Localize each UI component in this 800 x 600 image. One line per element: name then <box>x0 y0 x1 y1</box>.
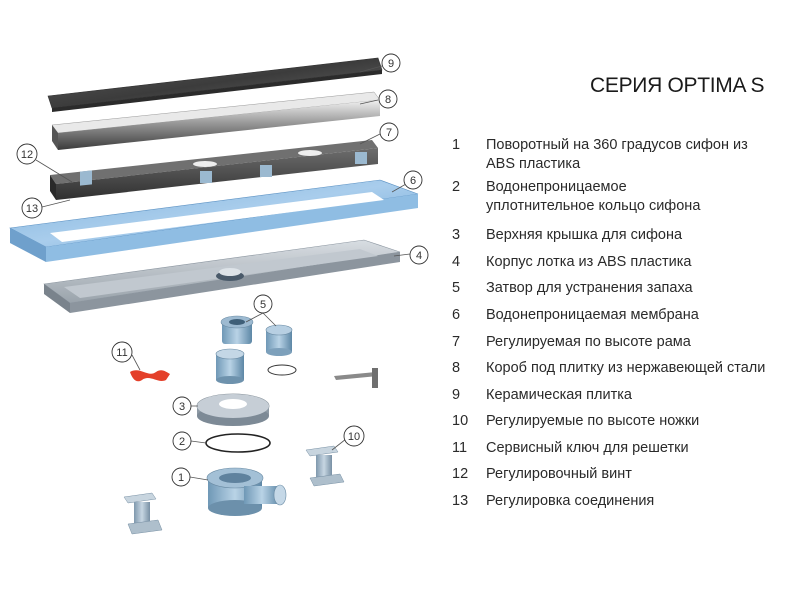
ceramic-tile <box>47 57 383 112</box>
callout-1: 1 <box>171 467 191 487</box>
callout-11: 11 <box>111 341 133 363</box>
callout-12: 12 <box>16 143 38 165</box>
odor-trap <box>215 315 297 384</box>
svg-text:1: 1 <box>178 472 184 484</box>
callout-13: 13 <box>21 197 43 219</box>
siphon-top-cover <box>196 393 270 426</box>
legend-text: Короб под плитку из нержавеющей стали <box>486 360 766 376</box>
adjustable-frame <box>50 140 378 200</box>
legend-number: 3 <box>452 227 461 243</box>
legend-number: 8 <box>452 360 461 376</box>
svg-text:10: 10 <box>348 431 360 443</box>
legend-text: Корпус лотка из ABS пластика <box>486 254 692 270</box>
legend-text: Водонепроницаемая мембрана <box>486 307 699 323</box>
svg-text:12: 12 <box>21 149 33 161</box>
svg-text:7: 7 <box>386 127 392 139</box>
callout-5: 5 <box>253 294 273 314</box>
legend-number: 11 <box>452 440 468 456</box>
callout-4: 4 <box>409 245 429 265</box>
callout-2: 2 <box>172 431 192 451</box>
svg-text:3: 3 <box>179 401 185 413</box>
legend-number: 6 <box>452 307 461 323</box>
svg-text:6: 6 <box>410 175 416 187</box>
sealing-ring <box>205 433 271 453</box>
legend-number: 9 <box>452 387 461 403</box>
exploded-diagram: 9 8 7 6 4 5 12 13 <box>9 53 429 535</box>
svg-text:9: 9 <box>388 58 394 70</box>
drain-tray-body <box>43 239 401 313</box>
legend-text: Регулировка соединения <box>486 493 655 509</box>
series-title: СЕРИЯ OPTIMA S <box>590 74 765 97</box>
legend-number: 12 <box>452 466 469 482</box>
legend-number: 4 <box>452 254 461 270</box>
service-key <box>334 368 378 388</box>
svg-text:5: 5 <box>260 299 266 311</box>
svg-text:13: 13 <box>26 203 38 215</box>
legend-text: Керамическая плитка <box>486 387 632 403</box>
adjustable-leg-right <box>305 445 345 487</box>
leader-lines <box>35 65 411 481</box>
legend-text: Регулируемая по высоте рама <box>486 334 691 350</box>
rotatable-siphon <box>206 467 287 516</box>
adjustable-leg-left <box>123 492 163 535</box>
callout-8: 8 <box>378 89 398 109</box>
legend-number: 13 <box>452 493 469 509</box>
adjusting-screw-red <box>130 370 170 382</box>
callout-9: 9 <box>381 53 401 73</box>
legend-text: Верхняя крышка для сифона <box>486 227 683 243</box>
legend-text: Регулировочный винт <box>486 466 632 482</box>
callouts: 9 8 7 6 4 5 12 13 <box>16 53 429 487</box>
callout-10: 10 <box>343 425 365 447</box>
callout-6: 6 <box>403 170 423 190</box>
svg-text:4: 4 <box>416 250 422 262</box>
legend-number: 1 <box>452 137 461 153</box>
callout-3: 3 <box>172 396 192 416</box>
legend-text: Поворотный на 360 градусов сифон из ABS … <box>486 137 748 172</box>
legend-number: 10 <box>452 413 469 429</box>
legend-text: Регулируемые по высоте ножки <box>486 413 700 429</box>
svg-text:8: 8 <box>385 94 391 106</box>
svg-text:2: 2 <box>179 436 185 448</box>
callout-7: 7 <box>379 122 399 142</box>
legend-text: Затвор для устранения запаха <box>486 280 693 296</box>
legend-number: 7 <box>452 334 461 350</box>
legend-text: Водонепроницаемое уплотнительное кольцо … <box>486 179 701 214</box>
legend-number: 2 <box>452 179 461 195</box>
legend-text: Сервисный ключ для решетки <box>486 440 689 456</box>
svg-text:11: 11 <box>116 347 127 359</box>
legend-number: 5 <box>452 280 461 296</box>
waterproof-membrane <box>9 179 419 262</box>
